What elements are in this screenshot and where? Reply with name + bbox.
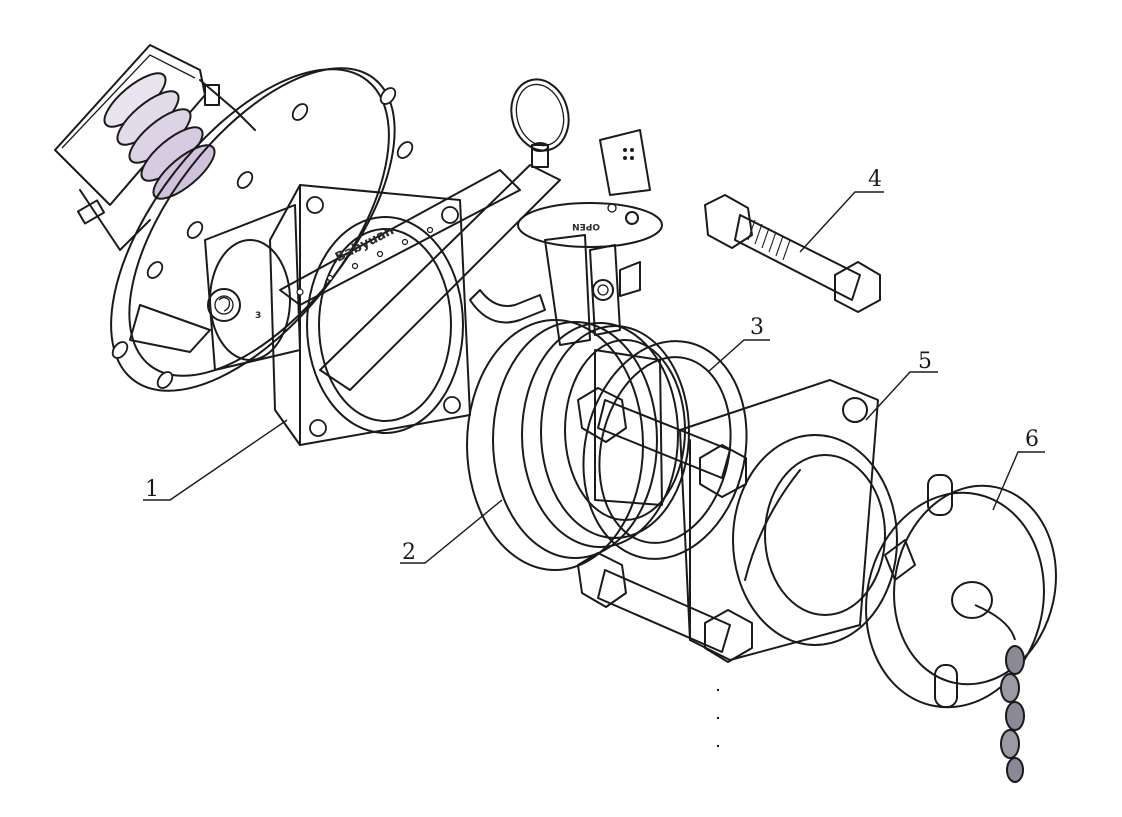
square-body	[269, 184, 471, 446]
centerline-dots	[716, 688, 720, 748]
round-flange	[110, 67, 414, 392]
part-3-gasket	[582, 340, 748, 560]
part-1-actuator-assembly: 3 Babyuan	[54, 44, 561, 446]
callout-6: 6	[992, 427, 1045, 511]
part-4-bolt-top	[704, 194, 881, 313]
actuator-neck: 3	[129, 204, 301, 371]
callout-label-3: 3	[750, 315, 764, 340]
spring-cage	[54, 44, 256, 251]
body-bolt-holes	[306, 196, 461, 437]
bolt-head	[834, 261, 881, 313]
callout-label-4: 4	[868, 167, 882, 192]
valve-stem	[544, 234, 591, 346]
assembly-bolt-lower	[577, 552, 753, 663]
callout-label-1: 1	[145, 477, 159, 502]
stem-logo-icon	[592, 279, 614, 301]
handle-holes	[296, 226, 434, 296]
flange-bolt-holes	[111, 87, 414, 389]
spring-coils	[103, 72, 216, 200]
callout-label-5: 5	[918, 349, 932, 374]
callout-label-2: 2	[402, 540, 416, 565]
part-5-flange-adapter	[679, 379, 898, 661]
pull-ring-pin	[510, 78, 570, 168]
callout-3: 3	[707, 315, 770, 373]
nut	[704, 194, 753, 249]
valve-disc	[594, 349, 663, 506]
open-marking: OPEN	[572, 221, 600, 231]
chain	[974, 604, 1025, 783]
top-plate: OPEN	[517, 129, 663, 248]
callout-5: 5	[865, 349, 938, 421]
body-marking: 3	[255, 311, 261, 321]
callout-1: 1	[143, 419, 288, 502]
callout-label-6: 6	[1025, 427, 1039, 452]
part-6-dust-cap	[865, 474, 1057, 783]
gauge-icon	[207, 288, 241, 322]
callout-2: 2	[400, 499, 503, 565]
part-2-valve-body: OPEN	[466, 78, 690, 571]
callout-4: 4	[799, 167, 884, 253]
